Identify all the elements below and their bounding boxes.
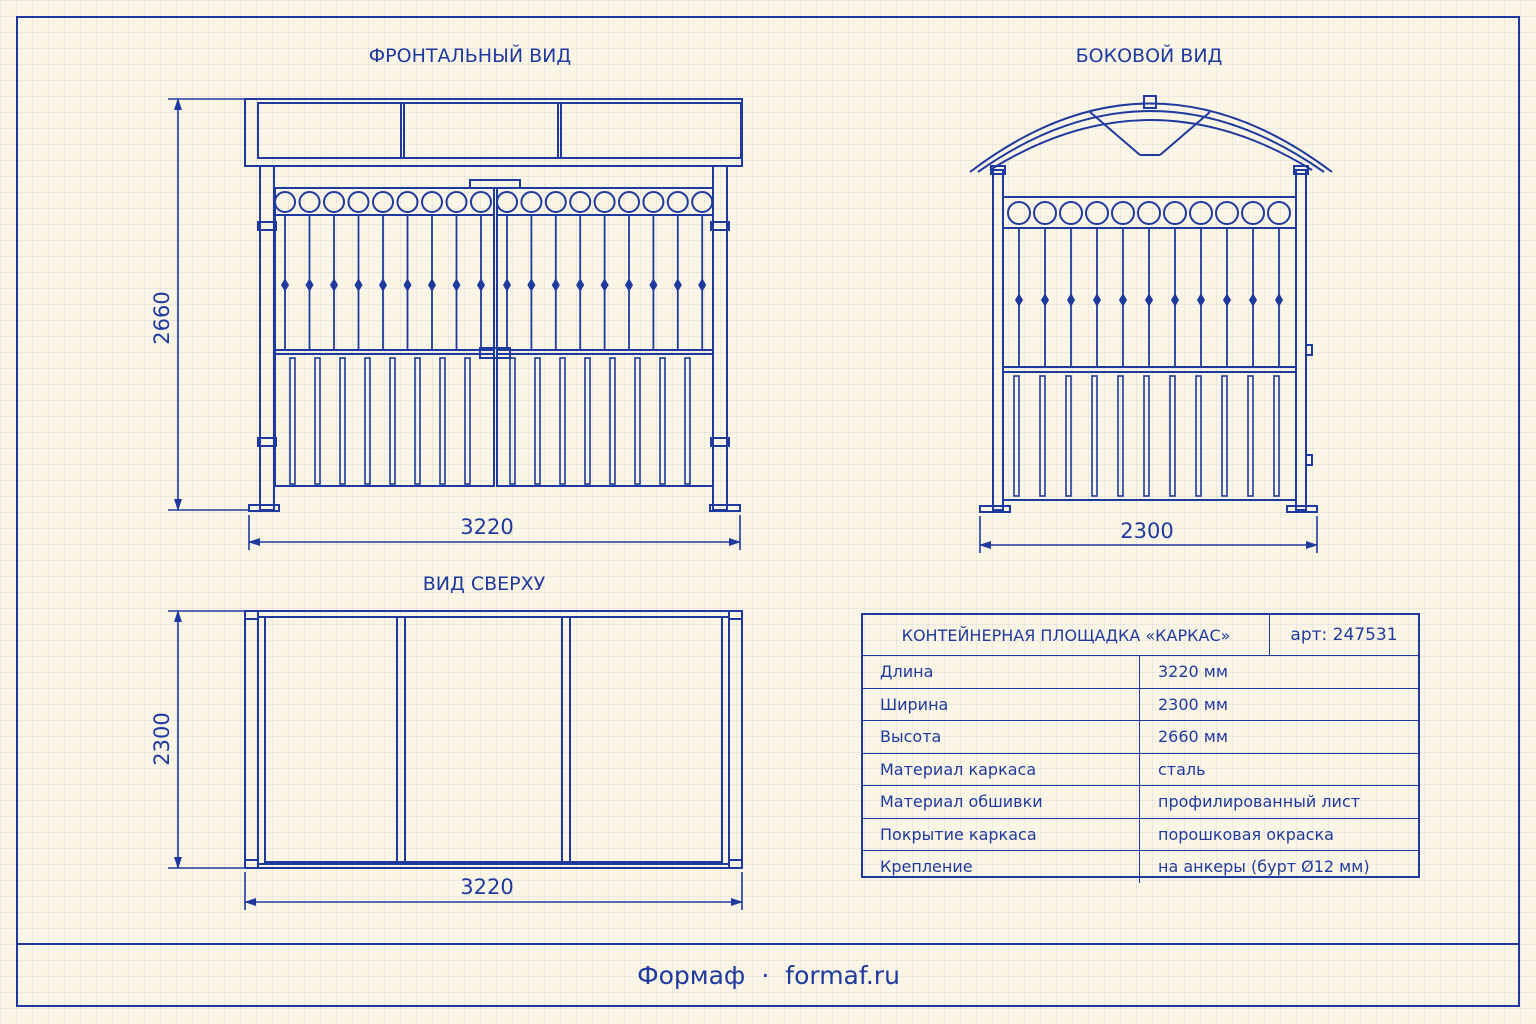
side-width-label: 2300 [1120, 519, 1174, 543]
spec-table: КОНТЕЙНЕРНАЯ ПЛОЩАДКА «КАРКАС» арт: 2475… [861, 613, 1420, 883]
spec-row: Высота 2660 мм [863, 721, 1418, 754]
side-view-title: БОКОВОЙ ВИД [1075, 45, 1223, 67]
spec-value: 2300 мм [1158, 694, 1228, 714]
spec-key: Покрытие каркаса [863, 818, 1140, 850]
spec-key: Крепление [863, 851, 1140, 883]
spec-row: Ширина 2300 мм [863, 688, 1418, 721]
spec-value: порошковая окраска [1158, 824, 1334, 844]
spec-table-header: КОНТЕЙНЕРНАЯ ПЛОЩАДКА «КАРКАС» арт: 2475… [863, 615, 1418, 656]
spec-value: 3220 мм [1158, 662, 1228, 682]
front-width-label: 3220 [460, 515, 514, 539]
footer-site-link[interactable]: formaf.ru [785, 960, 900, 990]
spec-value: 2660 мм [1158, 727, 1228, 747]
spec-row: Материал каркаса сталь [863, 753, 1418, 786]
spec-key: Материал обшивки [863, 786, 1140, 818]
spec-value: сталь [1158, 759, 1206, 779]
spec-key: Ширина [863, 688, 1140, 720]
spec-key: Длина [863, 656, 1140, 688]
front-view-drawing [244, 98, 743, 512]
spec-key: Материал каркаса [863, 753, 1140, 785]
front-view-title: ФРОНТАЛЬНЫЙ ВИД [368, 45, 572, 67]
top-view-title: ВИД СВЕРХУ [422, 573, 546, 595]
footer-separator: · [761, 960, 770, 990]
spec-row: Материал обшивки профилированный лист [863, 786, 1418, 819]
spec-row: Покрытие каркаса порошковая окраска [863, 818, 1418, 851]
spec-table-article: арт: 247531 [1290, 625, 1398, 645]
footer: Формаф · formaf.ru [18, 944, 1519, 1006]
spec-value: на анкеры (бурт Ø12 мм) [1158, 857, 1370, 877]
spec-key: Высота [863, 721, 1140, 753]
front-height-label: 2660 [150, 291, 174, 345]
top-depth-label: 2300 [150, 712, 174, 766]
sheet-border [16, 16, 1520, 1007]
spec-value: профилированный лист [1158, 792, 1361, 812]
spec-row: Длина 3220 мм [863, 656, 1418, 689]
top-view-drawing [244, 610, 743, 869]
top-width-label: 3220 [460, 875, 514, 899]
footer-brand: Формаф [637, 960, 746, 990]
spec-row: Крепление на анкеры (бурт Ø12 мм) [863, 851, 1418, 883]
side-view-drawing [969, 95, 1333, 513]
dimension-lines [168, 98, 1318, 910]
spec-table-title: КОНТЕЙНЕРНАЯ ПЛОЩАДКА «КАРКАС» [863, 615, 1270, 655]
